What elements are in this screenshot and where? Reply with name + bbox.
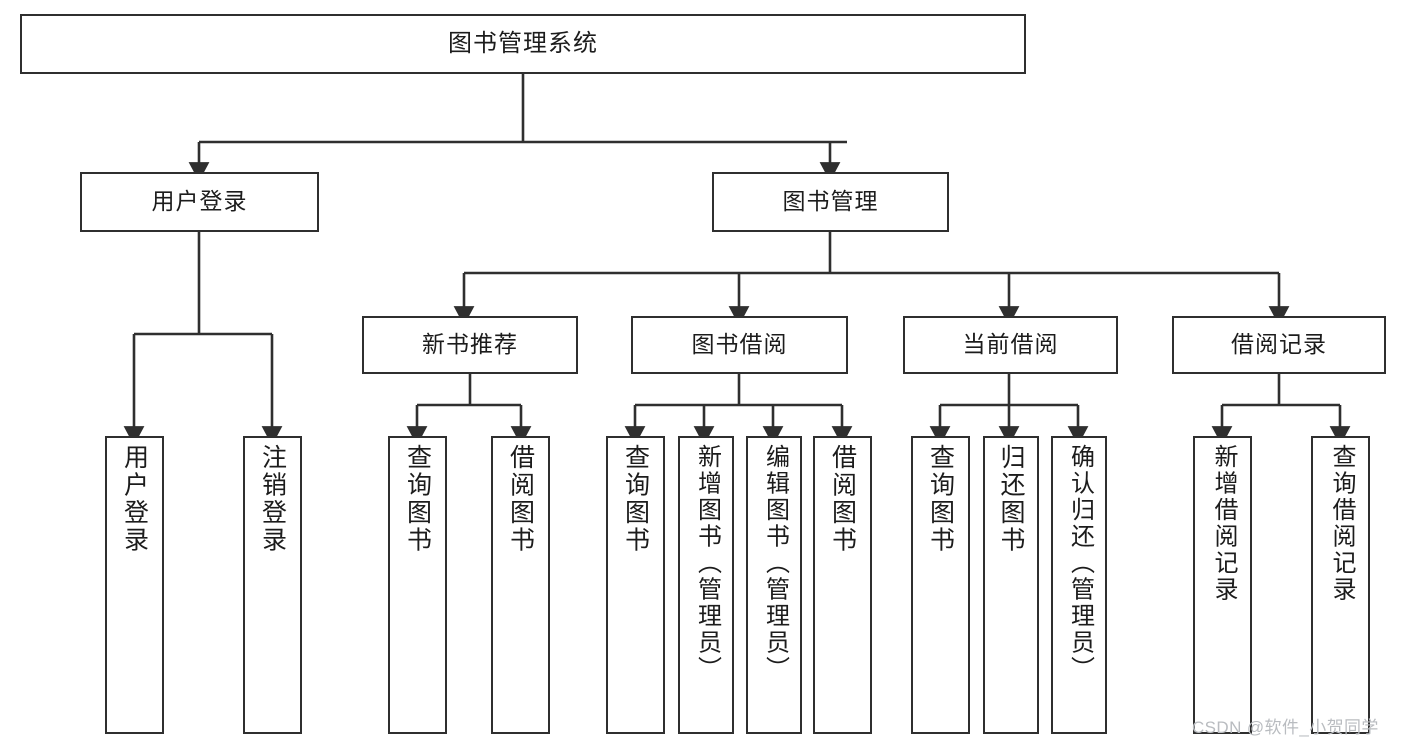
node-leaf-edit-book[interactable]: 编辑图书（管理员） bbox=[746, 436, 802, 734]
node-leaf-query-book-1-label: 查询图书 bbox=[403, 444, 432, 554]
node-borrow-record[interactable]: 借阅记录 bbox=[1172, 316, 1386, 374]
node-user-login[interactable]: 用户登录 bbox=[80, 172, 319, 232]
node-leaf-borrow-book-1-label: 借阅图书 bbox=[506, 444, 535, 554]
node-leaf-confirm-return[interactable]: 确认归还（管理员） bbox=[1051, 436, 1107, 734]
node-leaf-add-record-label: 新增借阅记录 bbox=[1209, 444, 1237, 603]
node-leaf-query-book-3[interactable]: 查询图书 bbox=[911, 436, 970, 734]
node-leaf-query-record-label: 查询借阅记录 bbox=[1327, 444, 1355, 603]
node-book-manage-label: 图书管理 bbox=[782, 188, 879, 215]
node-leaf-return-book-label: 归还图书 bbox=[997, 444, 1025, 554]
node-leaf-edit-book-label: 编辑图书（管理员） bbox=[761, 444, 789, 683]
node-leaf-add-record[interactable]: 新增借阅记录 bbox=[1193, 436, 1252, 734]
node-leaf-user-login[interactable]: 用户登录 bbox=[105, 436, 164, 734]
node-borrow-record-label: 借阅记录 bbox=[1231, 331, 1327, 358]
node-new-book-recommend-label: 新书推荐 bbox=[422, 331, 518, 358]
node-leaf-query-record[interactable]: 查询借阅记录 bbox=[1311, 436, 1370, 734]
node-new-book-recommend[interactable]: 新书推荐 bbox=[362, 316, 578, 374]
node-leaf-user-logout-label: 注销登录 bbox=[258, 444, 287, 554]
node-leaf-borrow-book-2-label: 借阅图书 bbox=[828, 444, 857, 554]
node-root-label: 图书管理系统 bbox=[448, 29, 598, 57]
node-current-borrow[interactable]: 当前借阅 bbox=[903, 316, 1118, 374]
node-leaf-add-book[interactable]: 新增图书（管理员） bbox=[678, 436, 734, 734]
node-leaf-borrow-book-2[interactable]: 借阅图书 bbox=[813, 436, 872, 734]
node-current-borrow-label: 当前借阅 bbox=[962, 331, 1059, 358]
node-leaf-user-login-label: 用户登录 bbox=[120, 444, 149, 554]
node-leaf-return-book[interactable]: 归还图书 bbox=[983, 436, 1039, 734]
node-user-login-label: 用户登录 bbox=[151, 188, 248, 215]
node-leaf-borrow-book-1[interactable]: 借阅图书 bbox=[491, 436, 550, 734]
node-leaf-confirm-return-label: 确认归还（管理员） bbox=[1066, 444, 1094, 683]
node-leaf-add-book-label: 新增图书（管理员） bbox=[693, 444, 721, 683]
node-book-manage[interactable]: 图书管理 bbox=[712, 172, 949, 232]
node-leaf-query-book-1[interactable]: 查询图书 bbox=[388, 436, 447, 734]
node-leaf-query-book-2-label: 查询图书 bbox=[621, 444, 650, 554]
node-root[interactable]: 图书管理系统 bbox=[20, 14, 1026, 74]
node-leaf-query-book-2[interactable]: 查询图书 bbox=[606, 436, 665, 734]
node-leaf-query-book-3-label: 查询图书 bbox=[926, 444, 955, 554]
node-book-borrow[interactable]: 图书借阅 bbox=[631, 316, 848, 374]
node-leaf-user-logout[interactable]: 注销登录 bbox=[243, 436, 302, 734]
node-book-borrow-label: 图书借阅 bbox=[691, 331, 788, 358]
